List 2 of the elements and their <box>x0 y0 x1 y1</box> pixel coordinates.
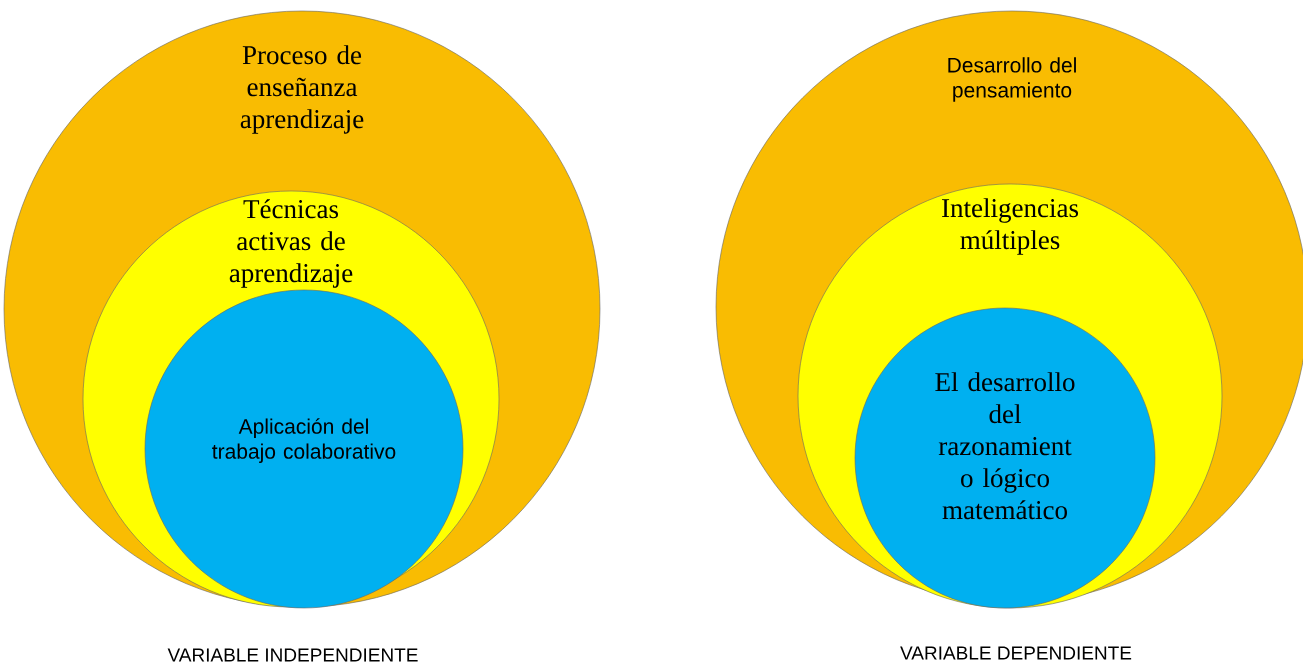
caption-label: VARIABLE DEPENDIENTE <box>900 646 1132 660</box>
caption-label: VARIABLE INDEPENDIENTE <box>167 648 418 662</box>
